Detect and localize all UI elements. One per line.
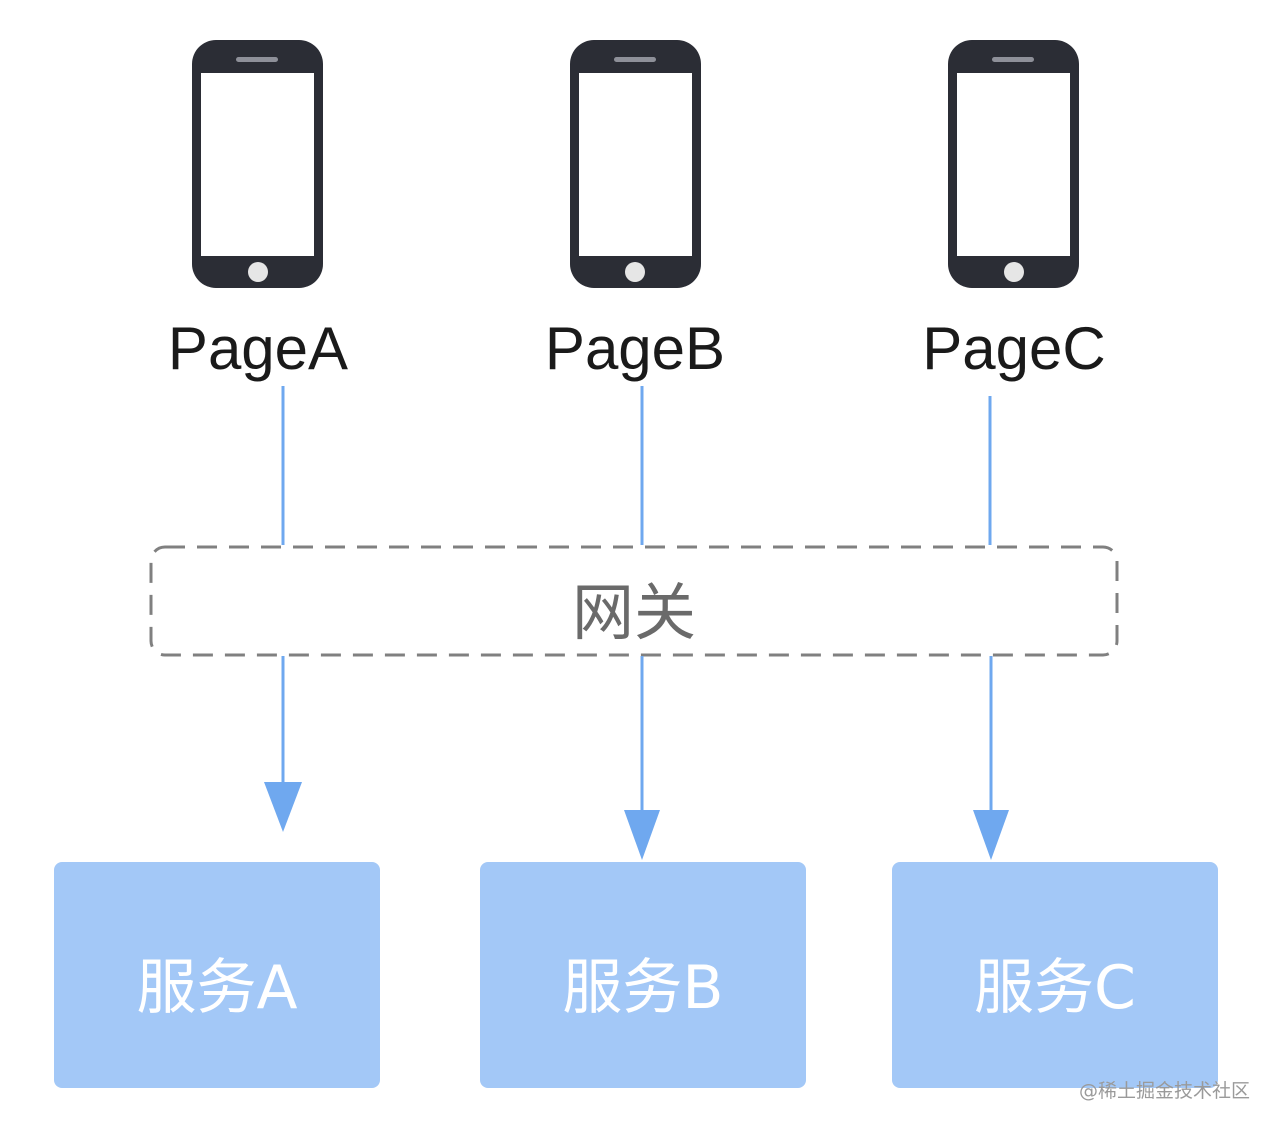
page-b-label: PageB (545, 315, 725, 382)
service-c-box (892, 862, 1218, 1088)
service-a-box (54, 862, 380, 1088)
arrowhead-service-b-icon (624, 810, 660, 860)
gateway-box (149, 545, 1119, 657)
arrowhead-service-c-icon (973, 810, 1009, 860)
phone-c-icon (948, 40, 1079, 288)
service-c-label: 服务C (974, 953, 1136, 1023)
page-c-label: PageC (922, 315, 1105, 382)
arrowhead-service-a-icon (264, 782, 302, 832)
gateway-label: 网关 (572, 576, 696, 649)
phone-b-icon (570, 40, 701, 288)
service-b-box (480, 862, 806, 1088)
watermark-text: @稀土掘金技术社区 (1079, 1080, 1250, 1102)
service-a-label: 服务A (136, 953, 297, 1023)
page-a-label: PageA (168, 315, 348, 382)
service-b-label: 服务B (562, 953, 723, 1023)
phone-a-icon (192, 40, 323, 288)
